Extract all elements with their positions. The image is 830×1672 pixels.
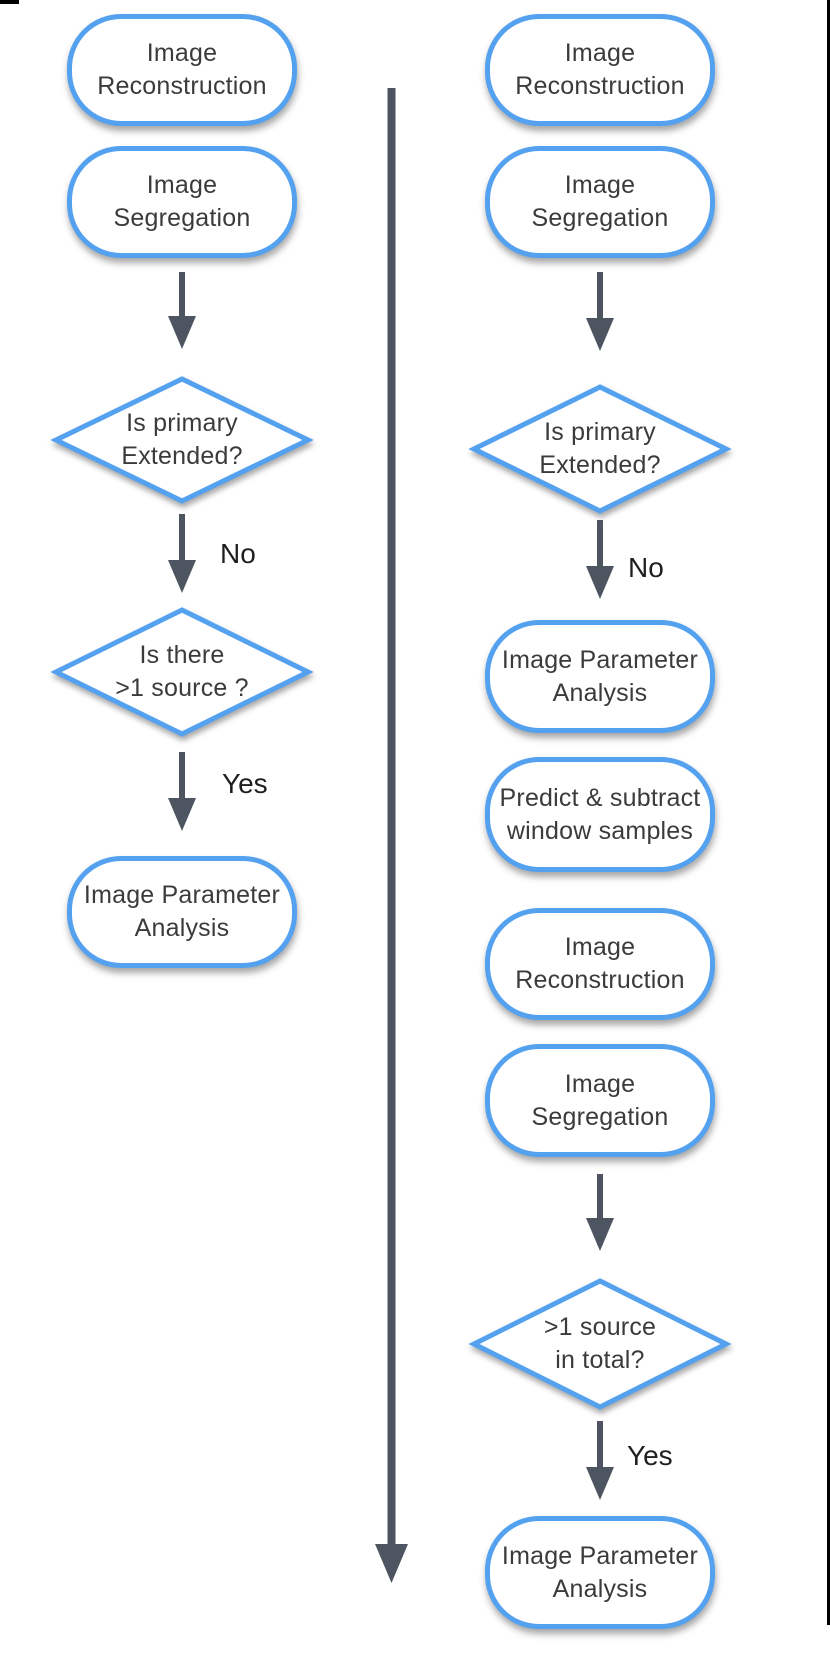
decision-is-primary-extended-left: Is primary Extended?: [50, 375, 314, 505]
node-image-segregation-left: Image Segregation: [67, 146, 297, 258]
node-label: Is there >1 source ?: [115, 641, 249, 702]
node-label: Image Parameter Analysis: [83, 881, 281, 942]
node-predict-subtract-window-samples: Predict & subtract window samples: [485, 757, 715, 872]
decision-is-primary-extended-right: Is primary Extended?: [468, 383, 732, 515]
arrow-down-icon: [586, 272, 614, 351]
node-image-reconstruction-right-2: Image Reconstruction: [485, 908, 715, 1020]
page-frame-topleft-mark: [0, 0, 19, 4]
arrow-down-icon: [168, 752, 196, 831]
arrow-down-icon: [586, 1421, 614, 1500]
node-label: Image Parameter Analysis: [501, 1541, 699, 1603]
divider-arrow-down: [375, 88, 408, 1583]
arrow-down-icon: [586, 1174, 614, 1251]
arrow-down-icon: [168, 514, 196, 593]
node-image-parameter-analysis-left: Image Parameter Analysis: [67, 856, 297, 968]
edge-label-no: No: [220, 538, 256, 569]
diamond-shape: [50, 607, 314, 737]
node-label: Image Reconstruction: [515, 933, 685, 994]
decision-more-than-one-source-left: Is there >1 source ?: [50, 606, 314, 738]
node-image-parameter-analysis-right-2: Image Parameter Analysis: [485, 1516, 715, 1629]
node-label: >1 source in total?: [543, 1313, 657, 1374]
diamond-shape: [468, 1278, 732, 1410]
edge-label-yes: Yes: [222, 768, 268, 799]
decision-more-than-one-source-right: >1 source in total?: [468, 1277, 732, 1411]
arrow-down-icon: [586, 520, 614, 599]
page-frame-right-line: [827, 0, 830, 1625]
node-label: Predict & subtract window samples: [499, 783, 701, 845]
diamond-shape: [50, 376, 314, 504]
node-label: Image Reconstruction: [97, 39, 267, 100]
edge-label-no: No: [628, 552, 664, 583]
node-image-reconstruction-right-1: Image Reconstruction: [485, 14, 715, 126]
edge-label-yes: Yes: [627, 1440, 673, 1471]
node-label: Image Reconstruction: [515, 39, 685, 100]
node-label: Is primary Extended?: [121, 409, 243, 470]
node-label: Is primary Extended?: [539, 418, 661, 479]
arrow-down-icon: [168, 272, 196, 349]
node-image-parameter-analysis-right-1: Image Parameter Analysis: [485, 620, 715, 733]
node-image-reconstruction-left: Image Reconstruction: [67, 14, 297, 126]
node-image-segregation-right-1: Image Segregation: [485, 146, 715, 258]
node-image-segregation-right-2: Image Segregation: [485, 1044, 715, 1157]
node-label: Image Segregation: [113, 171, 251, 232]
node-label: Image Parameter Analysis: [501, 645, 699, 707]
diamond-shape: [468, 384, 732, 514]
node-label: Image Segregation: [531, 171, 669, 232]
node-label: Image Segregation: [531, 1069, 669, 1131]
